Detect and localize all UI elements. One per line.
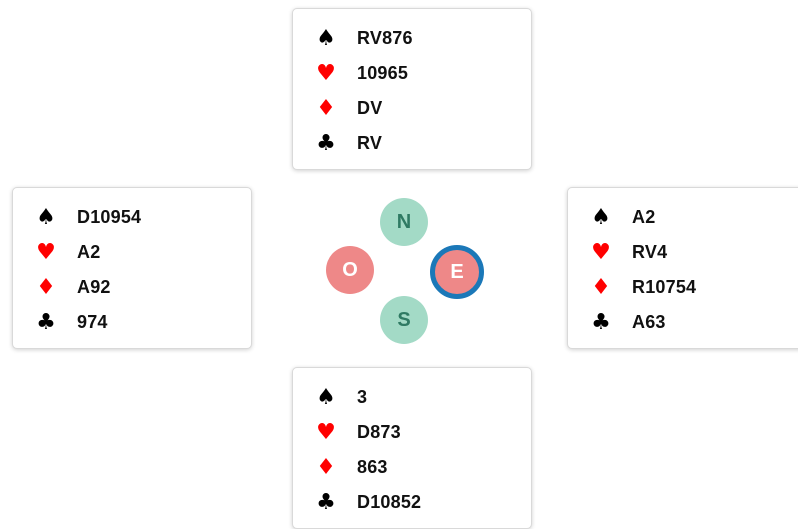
east-spades-cards[interactable]: A2 bbox=[632, 207, 656, 227]
heart-icon: ♥ bbox=[316, 419, 336, 445]
diamond-icon: ♦ bbox=[36, 274, 56, 300]
north-spades-cards[interactable]: RV876 bbox=[357, 28, 413, 48]
spade-icon: ♠ bbox=[316, 25, 336, 51]
suit-row-hearts: ♥ RV4 bbox=[568, 235, 798, 270]
hand-east: ♠ A2 ♥ RV4 ♦ R10754 ♣ A63 bbox=[567, 187, 798, 349]
spade-icon: ♠ bbox=[316, 384, 336, 410]
heart-icon: ♥ bbox=[36, 239, 56, 265]
spade-icon: ♠ bbox=[591, 204, 611, 230]
west-spades-cards[interactable]: D10954 bbox=[77, 207, 142, 227]
west-diamonds-cards[interactable]: A92 bbox=[77, 277, 111, 297]
hand-north: ♠ RV876 ♥ 10965 ♦ DV ♣ RV bbox=[292, 8, 532, 170]
seat-east-active[interactable]: E bbox=[430, 245, 484, 299]
suit-row-spades: ♠ D10954 bbox=[13, 200, 251, 235]
south-diamonds-cards[interactable]: 863 bbox=[357, 457, 388, 477]
suit-row-diamonds: ♦ R10754 bbox=[568, 270, 798, 305]
south-clubs-cards[interactable]: D10852 bbox=[357, 492, 422, 512]
suit-row-clubs: ♣ A63 bbox=[568, 305, 798, 340]
hand-south: ♠ 3 ♥ D873 ♦ 863 ♣ D10852 bbox=[292, 367, 532, 529]
east-hearts-cards[interactable]: RV4 bbox=[632, 242, 668, 262]
club-icon: ♣ bbox=[316, 489, 336, 515]
suit-row-hearts: ♥ 10965 bbox=[293, 56, 531, 91]
west-hearts-cards[interactable]: A2 bbox=[77, 242, 101, 262]
heart-icon: ♥ bbox=[316, 60, 336, 86]
suit-row-diamonds: ♦ DV bbox=[293, 91, 531, 126]
north-hearts-cards[interactable]: 10965 bbox=[357, 63, 409, 83]
west-clubs-cards[interactable]: 974 bbox=[77, 312, 108, 332]
suit-row-diamonds: ♦ A92 bbox=[13, 270, 251, 305]
club-icon: ♣ bbox=[591, 309, 611, 335]
suit-row-spades: ♠ A2 bbox=[568, 200, 798, 235]
club-icon: ♣ bbox=[36, 309, 56, 335]
seat-west[interactable]: O bbox=[326, 246, 374, 294]
suit-row-spades: ♠ RV876 bbox=[293, 21, 531, 56]
north-diamonds-cards[interactable]: DV bbox=[357, 98, 383, 118]
suit-row-clubs: ♣ RV bbox=[293, 126, 531, 161]
diamond-icon: ♦ bbox=[316, 454, 336, 480]
diamond-icon: ♦ bbox=[591, 274, 611, 300]
club-icon: ♣ bbox=[316, 130, 336, 156]
seat-south[interactable]: S bbox=[380, 296, 428, 344]
hand-west: ♠ D10954 ♥ A2 ♦ A92 ♣ 974 bbox=[12, 187, 252, 349]
suit-row-clubs: ♣ D10852 bbox=[293, 485, 531, 520]
south-spades-cards[interactable]: 3 bbox=[357, 387, 368, 407]
diamond-icon: ♦ bbox=[316, 95, 336, 121]
suit-row-hearts: ♥ A2 bbox=[13, 235, 251, 270]
suit-row-spades: ♠ 3 bbox=[293, 380, 531, 415]
south-hearts-cards[interactable]: D873 bbox=[357, 422, 401, 442]
suit-row-hearts: ♥ D873 bbox=[293, 415, 531, 450]
east-clubs-cards[interactable]: A63 bbox=[632, 312, 666, 332]
east-diamonds-cards[interactable]: R10754 bbox=[632, 277, 697, 297]
suit-row-clubs: ♣ 974 bbox=[13, 305, 251, 340]
suit-row-diamonds: ♦ 863 bbox=[293, 450, 531, 485]
north-clubs-cards[interactable]: RV bbox=[357, 133, 383, 153]
spade-icon: ♠ bbox=[36, 204, 56, 230]
seat-north[interactable]: N bbox=[380, 198, 428, 246]
heart-icon: ♥ bbox=[591, 239, 611, 265]
